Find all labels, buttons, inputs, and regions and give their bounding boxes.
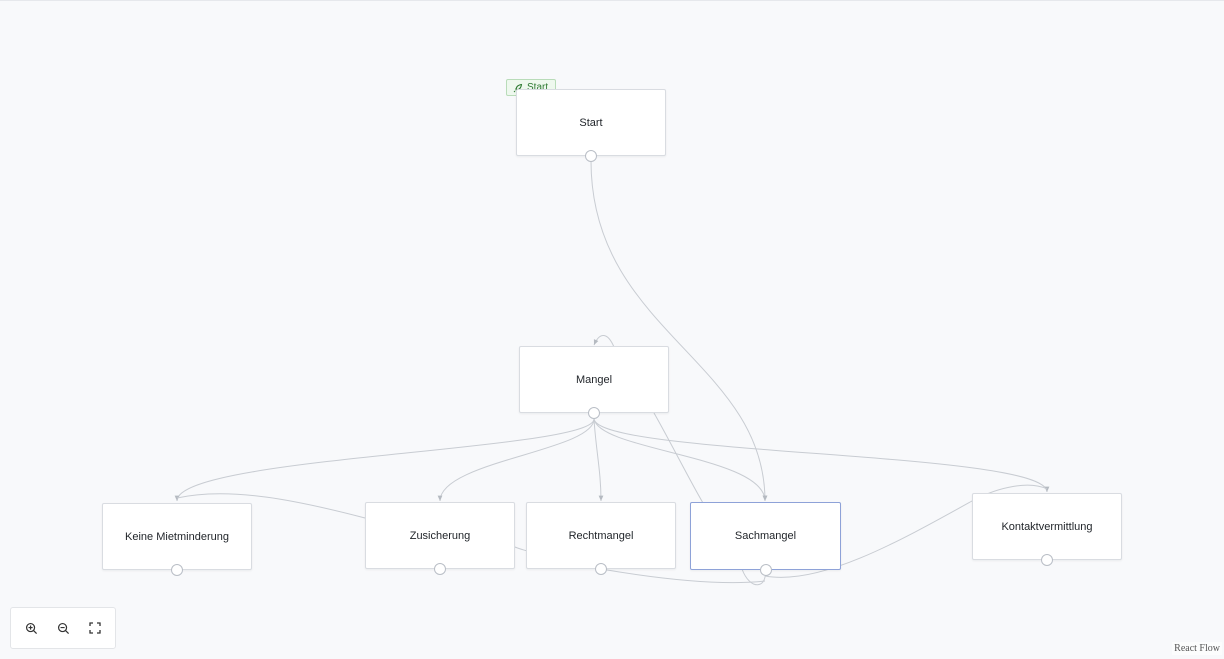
- source-handle[interactable]: [585, 150, 597, 162]
- edge-mangel-kontaktvermittlung: [593, 418, 1050, 493]
- source-handle[interactable]: [588, 407, 600, 419]
- edge-mangel-rechtmangel: [593, 418, 604, 502]
- edge-rechtmangel-sachmangel: [600, 568, 766, 584]
- node-label: Mangel: [575, 373, 613, 386]
- node-zusicherung[interactable]: Zusicherung: [365, 502, 515, 575]
- node-mangel[interactable]: Mangel: [519, 346, 669, 419]
- zoom-in-button[interactable]: [18, 615, 44, 641]
- edge-mangel-zusicherung: [437, 418, 595, 502]
- zoom-out-icon: [57, 622, 69, 634]
- node-label: Start: [579, 116, 603, 129]
- node-keine-mietminderung[interactable]: Keine Mietminderung: [102, 503, 252, 576]
- source-handle[interactable]: [595, 563, 607, 575]
- source-handle[interactable]: [171, 564, 183, 576]
- node-label: Sachmangel: [734, 530, 797, 542]
- flow-controls: [10, 607, 116, 649]
- fit-view-button[interactable]: [82, 615, 108, 641]
- edge-sachmangel-mangel: [653, 412, 704, 504]
- node-start[interactable]: Start: [516, 89, 666, 162]
- react-flow-attribution[interactable]: React Flow: [1172, 642, 1222, 655]
- rocket-icon: [513, 83, 523, 93]
- source-handle[interactable]: [1041, 554, 1053, 566]
- source-handle[interactable]: [434, 563, 446, 575]
- edge-mangel-keine-mietminderung: [174, 418, 595, 502]
- node-label: Kontaktvermittlung: [1001, 520, 1093, 533]
- fit-view-icon: [89, 622, 101, 634]
- node-sachmangel[interactable]: Sachmangel: [690, 502, 841, 576]
- node-label: Keine Mietminderung: [125, 530, 229, 543]
- edge-start-sachmangel: [590, 160, 768, 502]
- edge-mangel-sachmangel: [593, 418, 768, 502]
- source-handle[interactable]: [759, 564, 772, 576]
- start-badge-label: Start: [527, 82, 549, 93]
- node-kontaktvermittlung[interactable]: Kontaktvermittlung: [972, 493, 1122, 566]
- zoom-in-icon: [25, 622, 37, 634]
- zoom-out-button[interactable]: [50, 615, 76, 641]
- node-label: Rechtmangel: [568, 529, 634, 542]
- node-label: Zusicherung: [409, 529, 471, 542]
- node-rechtmangel[interactable]: Rechtmangel: [526, 502, 676, 575]
